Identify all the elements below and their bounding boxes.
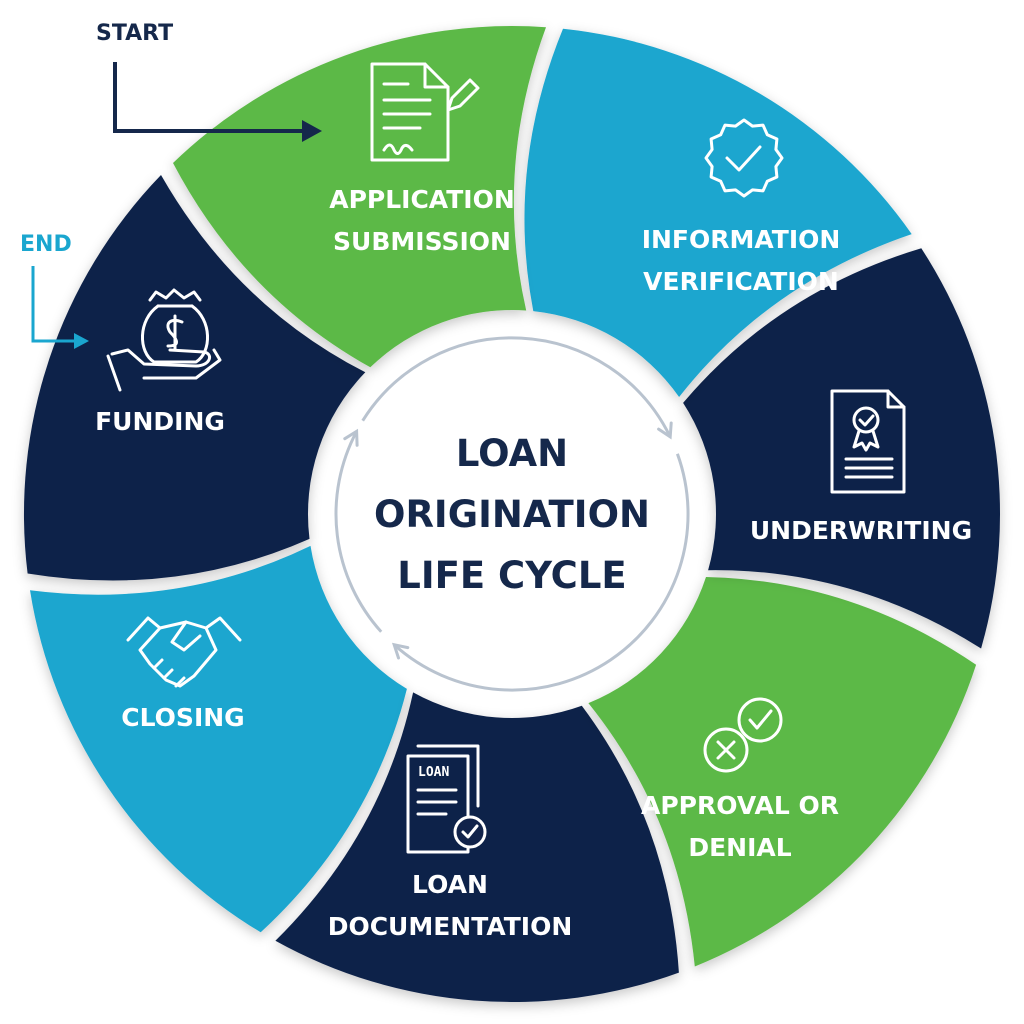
start-arrow-head xyxy=(302,120,322,142)
stage-label-line-2: SUBMISSION xyxy=(333,227,511,256)
segment-1 xyxy=(173,26,546,368)
cycle-arc-2 xyxy=(393,453,690,692)
stage-label-line-1: LOAN xyxy=(412,870,488,899)
segment-2 xyxy=(524,28,912,397)
stage-label-line-1: APPLICATION xyxy=(329,185,515,214)
segment-6 xyxy=(30,545,407,933)
end-arrow-head xyxy=(74,333,89,349)
start-arrow-line xyxy=(113,62,316,133)
stage-application-submission: APPLICATION SUBMISSION xyxy=(329,62,515,256)
handshake-icon xyxy=(126,616,242,688)
cycle-arrowhead-2 xyxy=(391,642,410,660)
stage-closing: CLOSING xyxy=(121,616,245,732)
cycle-arc-3 xyxy=(334,430,383,633)
center-title-line-2: ORIGINATION xyxy=(374,493,650,536)
cycle-arrowhead-1 xyxy=(657,421,673,440)
loan-document-icon: LOAN xyxy=(406,744,487,854)
stage-underwriting: UNDERWRITING xyxy=(750,389,972,545)
stage-label-line-1: INFORMATION xyxy=(642,225,841,254)
end-label: END xyxy=(20,232,72,257)
segment-4 xyxy=(588,577,977,967)
cycle-arc-1 xyxy=(361,336,672,438)
center-title-line-1: LOAN xyxy=(456,432,568,475)
center-cycle-arrows xyxy=(334,336,690,692)
stage-loan-documentation: LOAN LOAN DOCUMENTATION xyxy=(328,744,573,941)
svg-text:LOAN: LOAN xyxy=(418,765,449,780)
start-label: START xyxy=(96,21,173,46)
approve-deny-icon xyxy=(703,697,783,773)
center-circle xyxy=(330,332,694,696)
stage-label-line-1: UNDERWRITING xyxy=(750,516,972,545)
stage-information-verification: INFORMATION VERIFICATION xyxy=(642,118,841,296)
cycle-arrowhead-3 xyxy=(343,428,359,447)
start-marker: START xyxy=(96,21,322,142)
cycle-segments xyxy=(23,26,1001,1003)
stage-label-line-2: DOCUMENTATION xyxy=(328,912,573,941)
document-signature-icon xyxy=(370,62,480,162)
stage-label-line-1: APPROVAL OR xyxy=(641,791,839,820)
segment-3 xyxy=(683,248,1001,649)
certificate-icon xyxy=(830,389,906,494)
segment-5 xyxy=(275,692,679,1003)
end-marker: END xyxy=(20,232,89,349)
end-arrow-line xyxy=(31,266,84,343)
stage-label-line-1: FUNDING xyxy=(95,407,225,436)
money-bag-hand-icon xyxy=(106,288,222,392)
stage-label-line-2: VERIFICATION xyxy=(643,267,839,296)
verified-badge-icon xyxy=(704,118,784,198)
stage-funding: FUNDING xyxy=(95,288,225,436)
stage-label-line-1: CLOSING xyxy=(121,703,244,732)
stage-label-line-2: DENIAL xyxy=(688,833,791,862)
center-title-line-3: LIFE CYCLE xyxy=(397,554,626,597)
stage-approval-or-denial: APPROVAL OR DENIAL xyxy=(641,697,839,862)
